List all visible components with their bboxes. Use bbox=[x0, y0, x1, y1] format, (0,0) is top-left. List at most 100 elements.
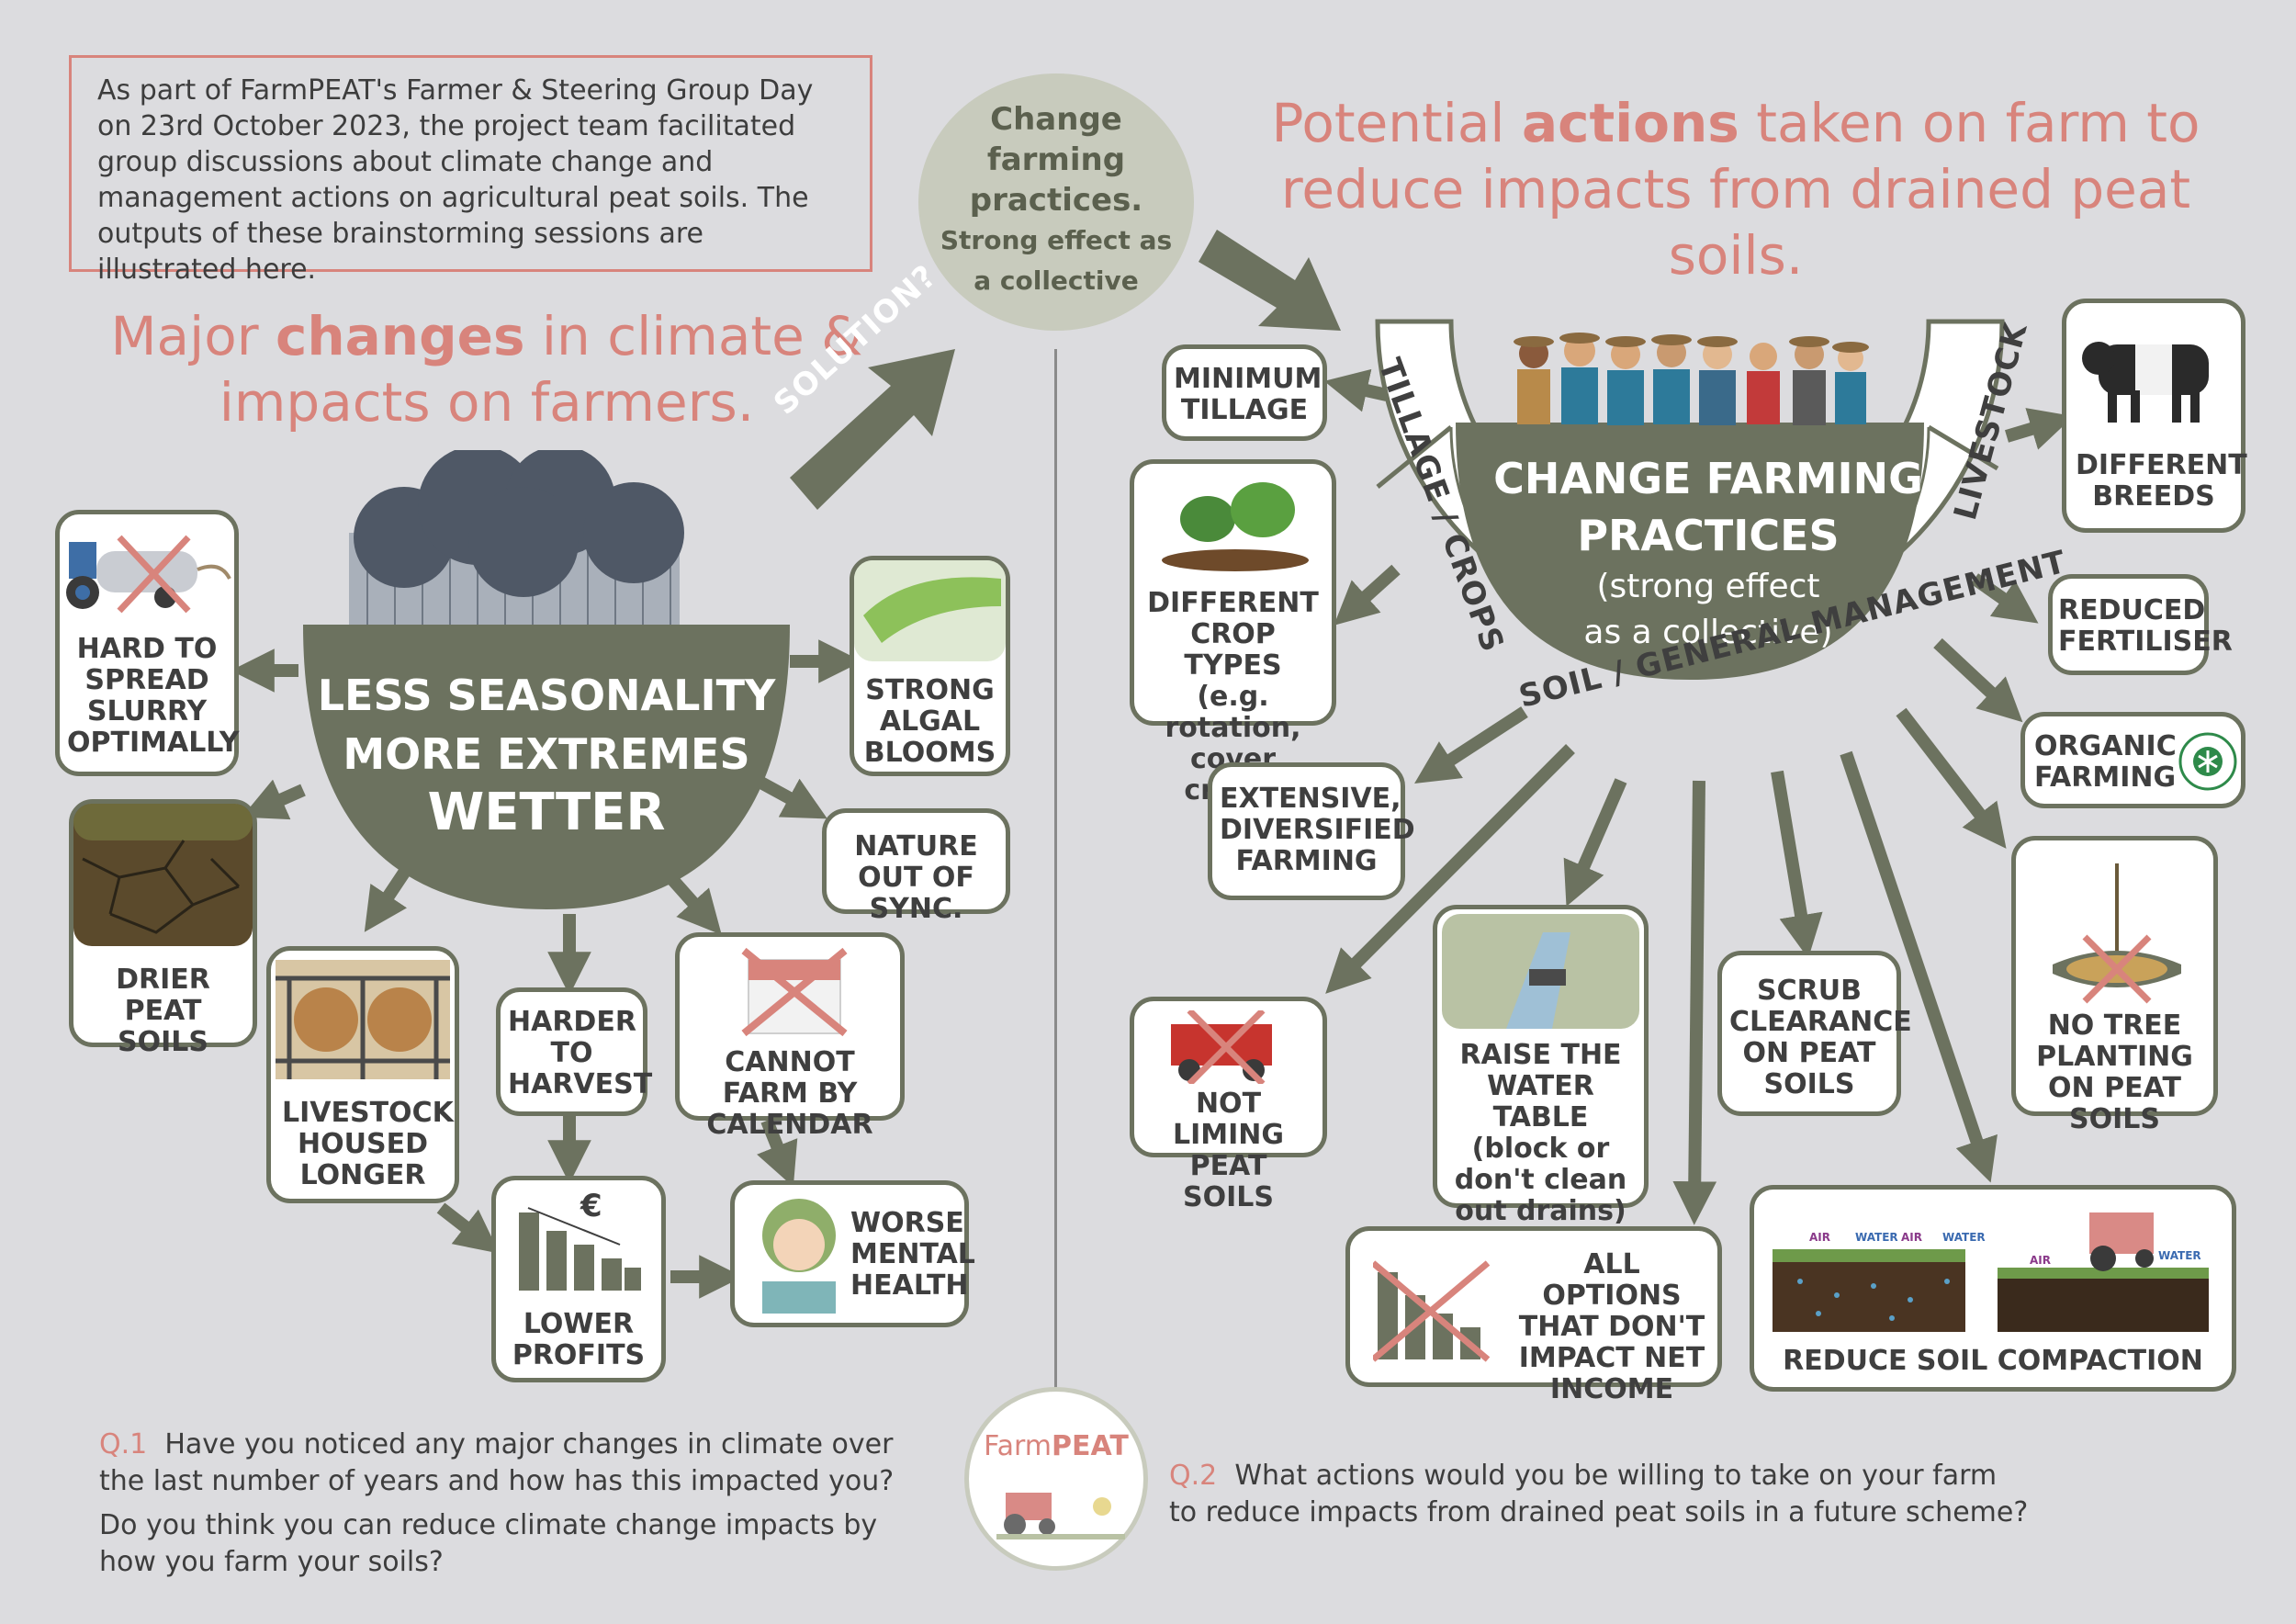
intro-box: As part of FarmPEAT's Farmer & Steering … bbox=[69, 55, 872, 286]
arrow-to-calendar bbox=[665, 873, 722, 935]
box-lower-profits: € LOWER PROFITS bbox=[491, 1176, 666, 1382]
arrow-to-water bbox=[1563, 778, 1627, 907]
box-reduce-soil-compaction: AIR WATER AIR WATER AIR WATER REDUCE SOI… bbox=[1750, 1185, 2236, 1392]
nature-label: NATURE OUT OF SYNC. bbox=[854, 830, 978, 925]
bubble-line1: Change bbox=[990, 101, 1122, 138]
q2-number: Q.2 bbox=[1169, 1460, 1218, 1492]
box-not-liming-peat-soils: NOT LIMING PEAT SOILS bbox=[1130, 997, 1327, 1213]
water-label: RAISE THE WATER TABLE (block or don't cl… bbox=[1454, 1039, 1627, 1227]
arrow-to-tree bbox=[1896, 707, 2007, 849]
logo-peat: PEAT bbox=[1052, 1430, 1129, 1462]
bubble-to-practices-arrow bbox=[1199, 230, 1341, 331]
left-title-pre: Major bbox=[110, 305, 276, 367]
logo-tractor-icon bbox=[996, 1493, 1125, 1539]
center-divider bbox=[1054, 349, 1057, 1396]
q2-line2: to reduce impacts from drained peat soil… bbox=[1169, 1496, 2029, 1528]
right-dome-line2: PRACTICES bbox=[1577, 511, 1840, 560]
box-raise-the-water-table: RAISE THE WATER TABLE (block or don't cl… bbox=[1433, 905, 1649, 1227]
bubble-line3: practices. bbox=[969, 182, 1143, 219]
tree-label: NO TREE PLANTING ON PEAT SOILS bbox=[2036, 1009, 2193, 1135]
arrow-to-breeds bbox=[2004, 408, 2074, 450]
left-dome-text: LESS SEASONALITY MORE EXTREMES WETTER bbox=[303, 666, 790, 842]
box-strong-algal-blooms: STRONG ALGAL BLOOMS bbox=[850, 556, 1010, 776]
q1-line4: how you farm your soils? bbox=[99, 1546, 444, 1578]
box-different-breeds: DIFFERENT BREEDS bbox=[2062, 299, 2247, 533]
arrow-to-drier bbox=[242, 779, 306, 820]
box-minimum-tillage: MINIMUM TILLAGE bbox=[1162, 344, 1327, 441]
box-nature-out-of-sync: NATURE OUT OF SYNC. bbox=[822, 808, 1010, 925]
arrow-to-options bbox=[1672, 780, 1717, 1225]
organic-label: ORGANIC FARMING bbox=[2034, 730, 2177, 794]
arrow-to-liming bbox=[1325, 744, 1575, 994]
left-title-bold: changes bbox=[275, 305, 525, 367]
box-cannot-farm-by-calendar: CANNOT FARM BY CALENDAR bbox=[675, 932, 905, 1141]
options-label: ALL OPTIONS THAT DON'T IMPACT NET INCOME bbox=[1518, 1248, 1705, 1405]
box-all-options-net-income: ALL OPTIONS THAT DON'T IMPACT NET INCOME bbox=[1345, 1226, 1722, 1405]
compaction-water-tag-1: WATER bbox=[1855, 1231, 1898, 1244]
housed-cattle-icon bbox=[276, 960, 450, 1079]
q1-line1: Have you noticed any major changes in cl… bbox=[164, 1428, 894, 1460]
box-scrub-clearance: SCRUB CLEARANCE ON PEAT SOILS bbox=[1717, 951, 1912, 1116]
arrow-to-compaction bbox=[1840, 750, 1998, 1183]
min-tillage-label: MINIMUM TILLAGE bbox=[1174, 363, 1322, 426]
right-dome-line4: as a collective) bbox=[1583, 614, 1833, 651]
arrow-to-min-tillage bbox=[1323, 368, 1389, 412]
box-different-crop-types: DIFFERENT CROP TYPES (e.g. rotation, cov… bbox=[1130, 459, 1336, 806]
arrow-to-livestock bbox=[364, 869, 410, 932]
algal-label: STRONG ALGAL BLOOMS bbox=[863, 674, 996, 769]
compaction-water-tag-2: WATER bbox=[1942, 1231, 1986, 1244]
right-title-post: taken on farm to reduce impacts from dra… bbox=[1280, 92, 2200, 287]
box-reduced-fertiliser: REDUCED FERTILISER bbox=[2048, 574, 2233, 675]
euro-icon: € bbox=[580, 1188, 603, 1224]
q1-number: Q.1 bbox=[99, 1428, 148, 1460]
arrow-livestock-to-profits bbox=[436, 1202, 500, 1254]
change-practices-bubble: Change farming practices. Strong effect … bbox=[918, 73, 1194, 331]
farmpeat-logo: FarmPEAT bbox=[964, 1387, 1148, 1571]
crossed-lime-spreader-icon bbox=[1171, 1010, 1272, 1084]
right-dome bbox=[1375, 319, 2005, 680]
profits-label: LOWER PROFITS bbox=[512, 1308, 646, 1371]
bubble-line5: a collective bbox=[974, 265, 1139, 296]
logo-farm: Farm bbox=[984, 1430, 1052, 1462]
crossed-income-chart-icon bbox=[1373, 1260, 1491, 1362]
box-drier-peat-soils: DRIER PEAT SOILS bbox=[69, 799, 257, 1058]
mental-label: WORSE MENTAL HEALTH bbox=[850, 1207, 975, 1302]
compaction-air-tag-1: AIR bbox=[1809, 1231, 1830, 1244]
extensive-label: EXTENSIVE, DIVERSIFIED FARMING bbox=[1220, 783, 1415, 877]
compaction-air-tag-2: AIR bbox=[1901, 1231, 1922, 1244]
right-title: Potential actions taken on farm to reduc… bbox=[1212, 90, 2259, 288]
scrub-label: SCRUB CLEARANCE ON PEAT SOILS bbox=[1729, 975, 1912, 1100]
cracked-soil-icon bbox=[73, 804, 253, 946]
arrow-to-crops bbox=[1334, 564, 1401, 626]
organic-association-logo-icon bbox=[2178, 732, 2237, 791]
box-worse-mental-health: WORSE MENTAL HEALTH bbox=[730, 1180, 975, 1327]
blocked-drain-icon bbox=[1442, 914, 1639, 1029]
arrow-to-scrub bbox=[1771, 770, 1823, 959]
box-no-tree-planting: NO TREE PLANTING ON PEAT SOILS bbox=[2011, 836, 2218, 1135]
left-title-post: in climate & impacts on farmers. bbox=[219, 305, 863, 434]
crossed-calendar-icon bbox=[741, 947, 848, 1037]
slurry-label: HARD TO SPREAD SLURRY OPTIMALLY bbox=[67, 633, 240, 759]
fertiliser-label: REDUCED FERTILISER bbox=[2058, 594, 2233, 658]
box-extensive-diversified-farming: EXTENSIVE, DIVERSIFIED FARMING bbox=[1208, 762, 1415, 900]
box-organic-farming: ORGANIC FARMING bbox=[2020, 712, 2245, 808]
calendar-label: CANNOT FARM BY CALENDAR bbox=[706, 1046, 873, 1141]
soil-compaction-icon bbox=[1773, 1212, 2209, 1332]
question-1: Q.1 Have you noticed any major changes i… bbox=[99, 1427, 926, 1581]
breeds-label: DIFFERENT BREEDS bbox=[2076, 449, 2247, 513]
farmers-group-icon bbox=[1514, 333, 1869, 425]
right-dome-line1: CHANGE FARMING bbox=[1493, 454, 1923, 503]
bubble-line2: farming bbox=[986, 141, 1126, 178]
falling-profits-chart-icon bbox=[519, 1207, 641, 1291]
right-dome-text: CHANGE FARMING PRACTICES (strong effect … bbox=[1460, 450, 1956, 656]
q1-line3: Do you think you can reduce climate chan… bbox=[99, 1509, 878, 1541]
right-dome-line3: (strong effect bbox=[1596, 568, 1820, 605]
left-title: Major changes in climate & impacts on fa… bbox=[92, 303, 882, 435]
arrow-calendar-to-mental bbox=[757, 1118, 798, 1188]
right-title-bold: actions bbox=[1521, 92, 1739, 154]
compaction-water-tag-3: WATER bbox=[2158, 1249, 2201, 1262]
slurry-tanker-icon bbox=[66, 535, 231, 614]
drier-label: DRIER PEAT SOILS bbox=[116, 964, 210, 1058]
left-dome bbox=[303, 625, 790, 909]
crossed-tree-planting-icon bbox=[2053, 863, 2181, 1004]
